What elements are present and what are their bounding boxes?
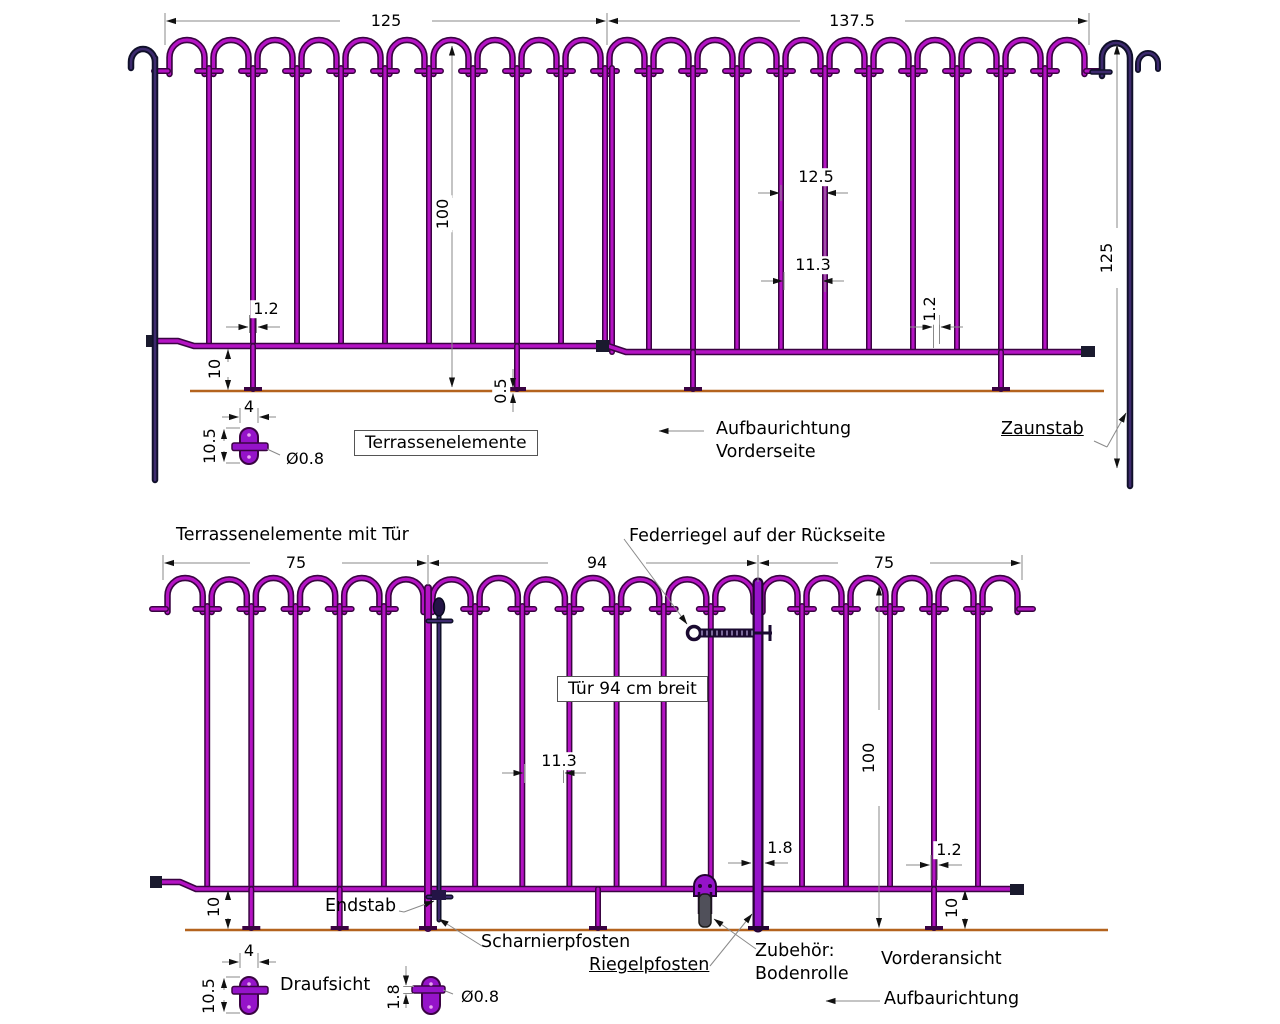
ground-lines bbox=[185, 389, 1108, 932]
label-end-rod: Endstab bbox=[325, 896, 397, 916]
label-accessory-2: Bodenrolle bbox=[755, 964, 849, 984]
dim-width-right: 137.5 bbox=[826, 12, 878, 30]
fence-bottom bbox=[149, 574, 1036, 933]
dim-height: 100 bbox=[433, 195, 452, 233]
dim-anchor-dia: Ø0.8 bbox=[282, 450, 328, 468]
dim-anchor-w: 4 bbox=[240, 398, 258, 416]
dim-door-94: 94 bbox=[583, 554, 611, 572]
label-accessory-1: Zubehör: bbox=[755, 941, 835, 961]
dim-loop-pitch: 12.5 bbox=[795, 168, 837, 186]
end-rod bbox=[425, 597, 454, 923]
dimensions-bottom bbox=[162, 538, 1023, 1015]
dim-right-75: 75 bbox=[870, 554, 898, 572]
fence-top bbox=[127, 36, 1161, 490]
dim-stake-len: 125 bbox=[1097, 239, 1116, 277]
spring-latch bbox=[685, 624, 772, 642]
label-title-door: Terrassenelemente mit Tür bbox=[176, 525, 409, 545]
dim-bar-gap: 11.3 bbox=[792, 256, 834, 274]
dim-ground-gap: 10 bbox=[205, 355, 224, 383]
ground-roller bbox=[693, 874, 717, 928]
dim-anchor-dia-b: Ø0.8 bbox=[457, 988, 503, 1006]
dim-width-left: 125 bbox=[367, 12, 405, 30]
dim-ground-right: 10 bbox=[942, 894, 961, 922]
dim-foot-offset: 0.5 bbox=[491, 375, 510, 407]
dim-anchor-w-b: 4 bbox=[240, 942, 258, 960]
label-hinge-post: Scharnierpfosten bbox=[481, 932, 631, 952]
label-direction-1: Aufbaurichtung bbox=[716, 419, 852, 439]
dim-anchor-h: 10.5 bbox=[200, 425, 219, 467]
label-stake: Zaunstab bbox=[1001, 419, 1084, 439]
dim-post-dia: 1.2 bbox=[920, 293, 939, 325]
label-latch: Federriegel auf der Rückseite bbox=[629, 526, 886, 546]
dim-bar-dia-b: 1.2 bbox=[933, 841, 965, 859]
label-door-box: Tür 94 cm breit bbox=[557, 676, 708, 702]
label-top-view: Draufsicht bbox=[280, 975, 371, 995]
dim-bar-gap-b: 11.3 bbox=[538, 752, 580, 770]
dimensions-top bbox=[164, 13, 1127, 469]
dim-roller-dia: 1.8 bbox=[384, 981, 403, 1013]
dim-latch-post: 1.8 bbox=[764, 839, 796, 857]
dim-height-b: 100 bbox=[859, 739, 878, 777]
label-front-view: Vorderansicht bbox=[881, 949, 1002, 969]
dim-bar-dia: 1.2 bbox=[250, 300, 282, 318]
label-latch-post: Riegelpfosten bbox=[589, 955, 710, 975]
label-element-box: Terrassenelemente bbox=[354, 430, 538, 456]
dim-anchor-h-b: 10.5 bbox=[199, 975, 218, 1017]
latch-post bbox=[748, 577, 769, 933]
label-direction-2: Vorderseite bbox=[716, 442, 816, 462]
label-direction-b: Aufbaurichtung bbox=[884, 989, 1020, 1009]
dim-ground-left: 10 bbox=[204, 893, 223, 921]
dim-left-75: 75 bbox=[282, 554, 310, 572]
